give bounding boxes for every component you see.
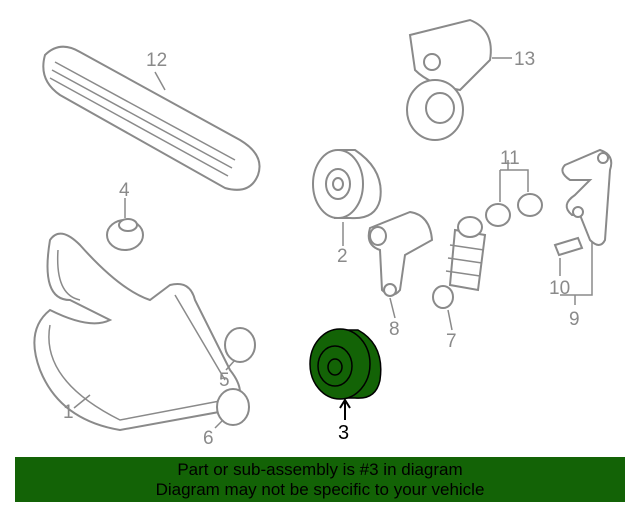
callout-5: 5 <box>219 370 230 391</box>
part-10-pin[interactable] <box>553 236 584 257</box>
part-6-ring[interactable] <box>216 388 250 426</box>
callout-2: 2 <box>337 246 348 267</box>
part-5-ring[interactable] <box>224 327 256 363</box>
banner-line-part: Part or sub-assembly is #3 in diagram <box>177 460 463 479</box>
banner-line-disclaimer: Diagram may not be specific to your vehi… <box>155 480 485 499</box>
leader-lines <box>73 57 593 429</box>
part-2-pulley[interactable] <box>312 149 382 220</box>
part-7-damper[interactable] <box>432 216 487 309</box>
part-9-bracket[interactable] <box>561 148 613 246</box>
callout-4: 4 <box>119 180 130 201</box>
callout-13: 13 <box>514 49 535 70</box>
callout-10: 10 <box>549 278 570 299</box>
callout-8: 8 <box>389 319 400 340</box>
callout-3-selected: 3 <box>338 422 349 444</box>
part-4-cap[interactable] <box>106 218 144 251</box>
part-8-bracket[interactable] <box>367 210 434 297</box>
part-13-tensioner[interactable] <box>406 18 492 141</box>
part-info-banner: Part or sub-assembly is #3 in diagram Di… <box>15 457 625 502</box>
callout-6: 6 <box>203 428 214 449</box>
part-1-belt[interactable] <box>33 232 241 432</box>
callout-7: 7 <box>446 331 457 352</box>
callout-1: 1 <box>63 402 74 423</box>
callout-11: 11 <box>500 148 520 169</box>
part-3-pulley-highlighted[interactable] <box>309 328 382 400</box>
callout-9: 9 <box>569 309 580 330</box>
part-11-bushings[interactable] <box>485 193 543 227</box>
callout-12: 12 <box>146 50 167 71</box>
part-12-belt[interactable] <box>42 45 261 191</box>
